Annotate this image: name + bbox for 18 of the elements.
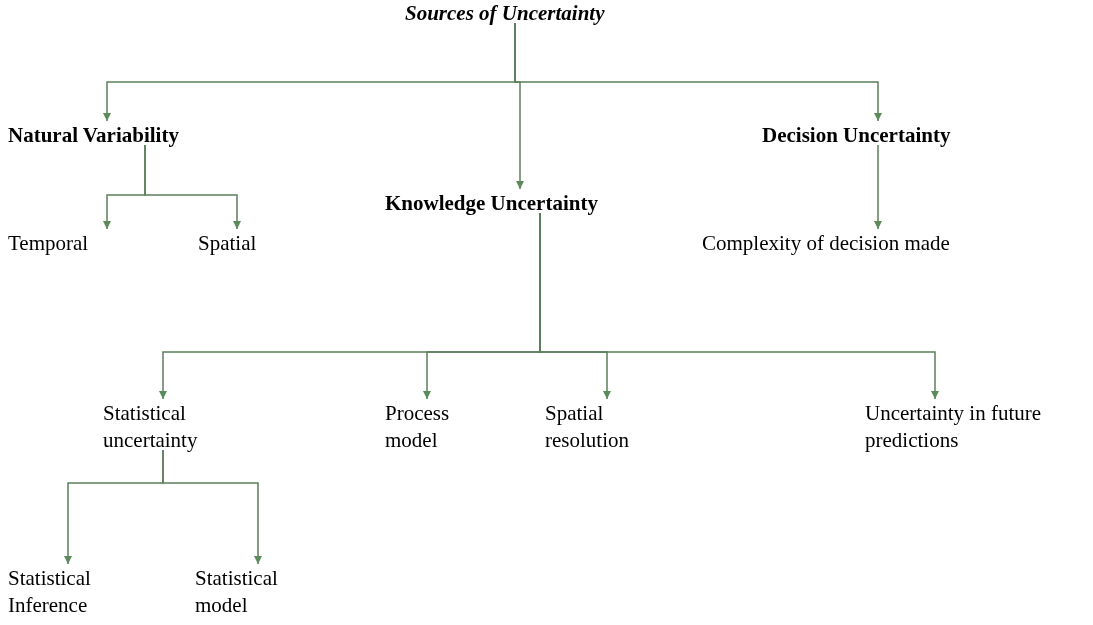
- item-label: Complexity of decision made: [702, 230, 950, 257]
- category-label: Knowledge Uncertainty: [385, 190, 598, 217]
- item-label: Statistical model: [195, 565, 305, 619]
- arrow: [144, 144, 241, 230]
- arrow: [162, 449, 262, 565]
- item-label: Spatial resolution: [545, 400, 665, 454]
- item-label: Uncertainty in future predictions: [865, 400, 1090, 454]
- item-label: Temporal: [8, 230, 89, 257]
- item-label: Spatial: [198, 230, 257, 257]
- arrow: [874, 144, 882, 230]
- item-label: Process model: [385, 400, 475, 454]
- arrow: [539, 212, 939, 400]
- category-label: Natural Variability: [8, 122, 179, 149]
- category-label: Decision Uncertainty: [762, 122, 951, 149]
- arrow: [514, 22, 882, 122]
- title-text: Sources of Uncertainty: [405, 0, 605, 27]
- item-label: Statistical uncertainty: [103, 400, 233, 454]
- item-label: Statistical Inference: [8, 565, 118, 619]
